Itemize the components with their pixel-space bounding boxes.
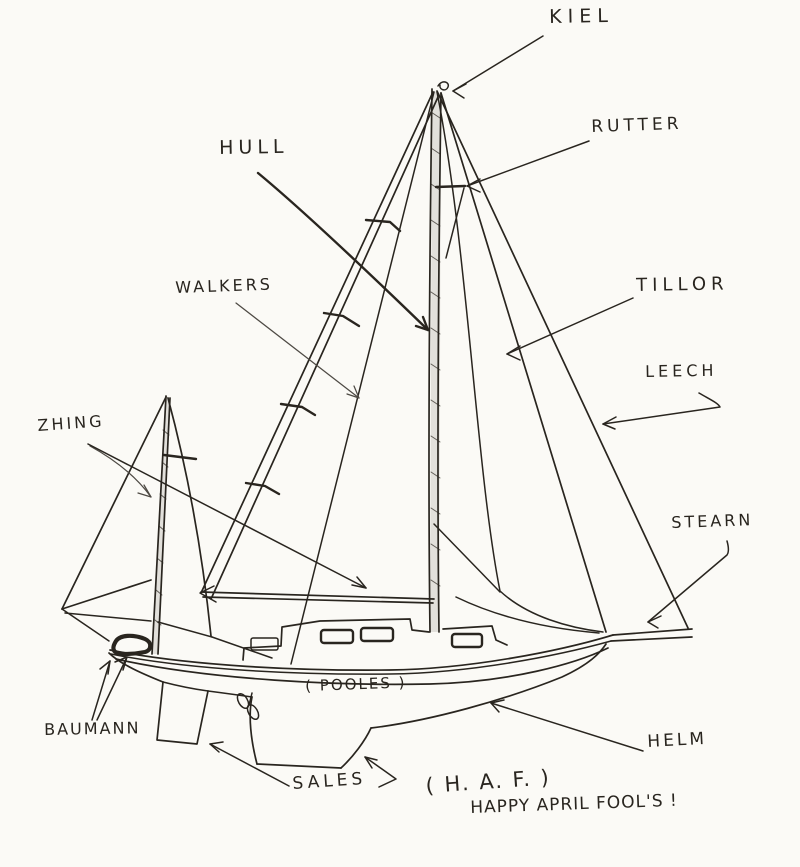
label-rutter: RUTTER	[590, 113, 683, 137]
mizzen-batten	[162, 453, 198, 461]
mizzen-foot	[157, 621, 213, 638]
cabin-profile-aft	[442, 625, 508, 646]
zhing-arrow-boom	[87, 443, 367, 589]
keel-front	[249, 696, 258, 765]
label-baumann: BAUMANN	[43, 718, 141, 739]
label-walkers: WALKERS	[174, 274, 274, 297]
headsails	[436, 90, 689, 634]
masthead-curl	[437, 81, 450, 91]
mizzen-sheet-low	[64, 612, 152, 622]
jib-leech-curved	[436, 91, 604, 633]
batten-1	[364, 218, 402, 233]
spreader-bar	[434, 184, 467, 189]
tillor-arrow	[506, 297, 634, 361]
cabin-window-3	[450, 632, 484, 649]
hull	[108, 628, 693, 769]
mizzen-rig	[61, 395, 273, 659]
propeller	[236, 692, 260, 721]
mizzen-staysail-luff	[61, 396, 167, 610]
boom-lower	[202, 596, 434, 604]
hull-arrow	[256, 171, 430, 332]
label-hull: HULL	[218, 135, 289, 159]
sales-arrow-notch	[364, 756, 397, 788]
rutter-arrow	[466, 140, 590, 193]
helm-arrow	[490, 699, 644, 752]
keel-aft	[340, 727, 372, 769]
label-kiel: KIEL	[548, 4, 614, 28]
halyard-line	[433, 523, 501, 593]
main-mast	[428, 81, 467, 633]
batten-2	[322, 311, 361, 328]
leech-arrow	[602, 392, 721, 430]
label-leech: LEECH	[644, 360, 718, 381]
forestay	[436, 90, 689, 629]
cabin-window-1	[319, 628, 355, 645]
label-helm: HELM	[646, 728, 708, 752]
jib-foot-curve	[455, 596, 600, 634]
stern-winch	[111, 633, 153, 657]
mizzen-staysail-foot	[61, 579, 152, 610]
stern-underside	[108, 652, 164, 683]
cabin-window-0	[250, 637, 279, 651]
keel-bottom	[256, 763, 342, 769]
mizzen-sheet-aft	[211, 636, 273, 659]
clew-mark	[199, 585, 217, 603]
bow-point-bottom	[610, 636, 693, 642]
pointer-arrows	[87, 35, 730, 788]
mainsail	[199, 91, 439, 665]
kiel-arrow	[452, 35, 544, 99]
mizzen-leech	[167, 397, 212, 637]
rudder	[156, 681, 209, 745]
label-pooles: ( POOLES )	[304, 673, 407, 695]
bow-point-top	[612, 628, 693, 636]
label-tillor: TILLOR	[635, 273, 729, 296]
label-zhing: ZHING	[36, 411, 106, 435]
label-stearn: STEARN	[670, 510, 754, 532]
cabin-profile	[242, 618, 430, 661]
batten-3	[279, 402, 317, 417]
mast-pennant	[445, 187, 465, 259]
sales-arrow-keel	[209, 741, 290, 787]
boom	[200, 591, 435, 600]
walkers-arrow	[235, 302, 360, 399]
baumann-arrow-1	[91, 660, 111, 721]
topside-bottom	[115, 647, 609, 686]
underbody-to-bow	[370, 643, 607, 729]
batten-4	[244, 481, 281, 496]
mizzen-tack-line	[61, 608, 110, 642]
rubrail-line	[110, 640, 612, 675]
stearn-arrow	[647, 540, 730, 629]
cabin-window-2	[359, 626, 395, 643]
deck-structures	[111, 523, 508, 661]
sheer-line	[109, 634, 614, 671]
zhing-arrow-mast	[89, 445, 152, 498]
jib-leech-straight	[440, 92, 607, 633]
baumann-arrow-2	[96, 656, 128, 721]
